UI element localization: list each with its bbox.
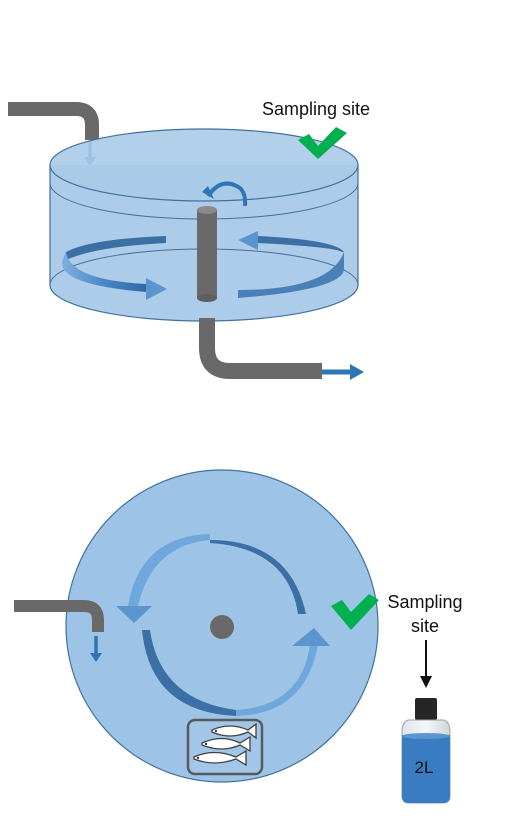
circulation-arrow-back-right	[258, 236, 344, 252]
outflow-arrow-icon	[322, 364, 364, 380]
standpipe-top	[197, 206, 217, 214]
bottle-icon	[401, 698, 451, 804]
sampling-site-label-bottom: Sampling site	[386, 590, 464, 638]
circulation-ring-right-upper	[210, 540, 306, 614]
circulation-arrow-icon-left	[146, 278, 167, 300]
inflow-pipe-top-view	[14, 600, 104, 632]
sampling-site-label-top: Sampling site	[262, 99, 371, 119]
check-mark-icon-top-view	[331, 594, 379, 630]
circulation-arrow-back-left	[62, 236, 166, 262]
inflow-pipe	[8, 102, 99, 140]
circulation-arrow-icon-ring-right	[292, 628, 330, 646]
circulation-arrow-front-left	[61, 252, 146, 292]
center-drain	[210, 615, 234, 639]
check-mark-icon	[298, 127, 347, 159]
inflow-arrow-icon-top-view	[90, 636, 102, 662]
tank-top-rim	[49, 128, 359, 202]
sampling-site-label-line1: Sampling	[387, 592, 463, 612]
bottle-volume-label: 2L	[414, 758, 434, 777]
top-view-tank	[14, 469, 451, 804]
side-view-tank	[8, 102, 364, 380]
circulation-ring-left-upper	[128, 534, 210, 606]
sampling-arrow	[420, 640, 432, 688]
sampling-site-label-line2: site	[410, 616, 439, 636]
fish-icon	[186, 718, 264, 776]
circulation-arrow-icon-ring-left	[116, 606, 152, 623]
circulation-ring-left-lower	[142, 630, 236, 716]
circulation-ring-right-lower	[236, 644, 318, 716]
standpipe	[197, 210, 217, 298]
circulation-arrow-icon-top	[202, 181, 248, 207]
outflow-pipe	[199, 318, 322, 379]
standpipe-bottom	[197, 294, 217, 302]
circulation-arrow-icon-right	[238, 231, 258, 250]
circulation-arrow-front-right	[238, 252, 344, 298]
